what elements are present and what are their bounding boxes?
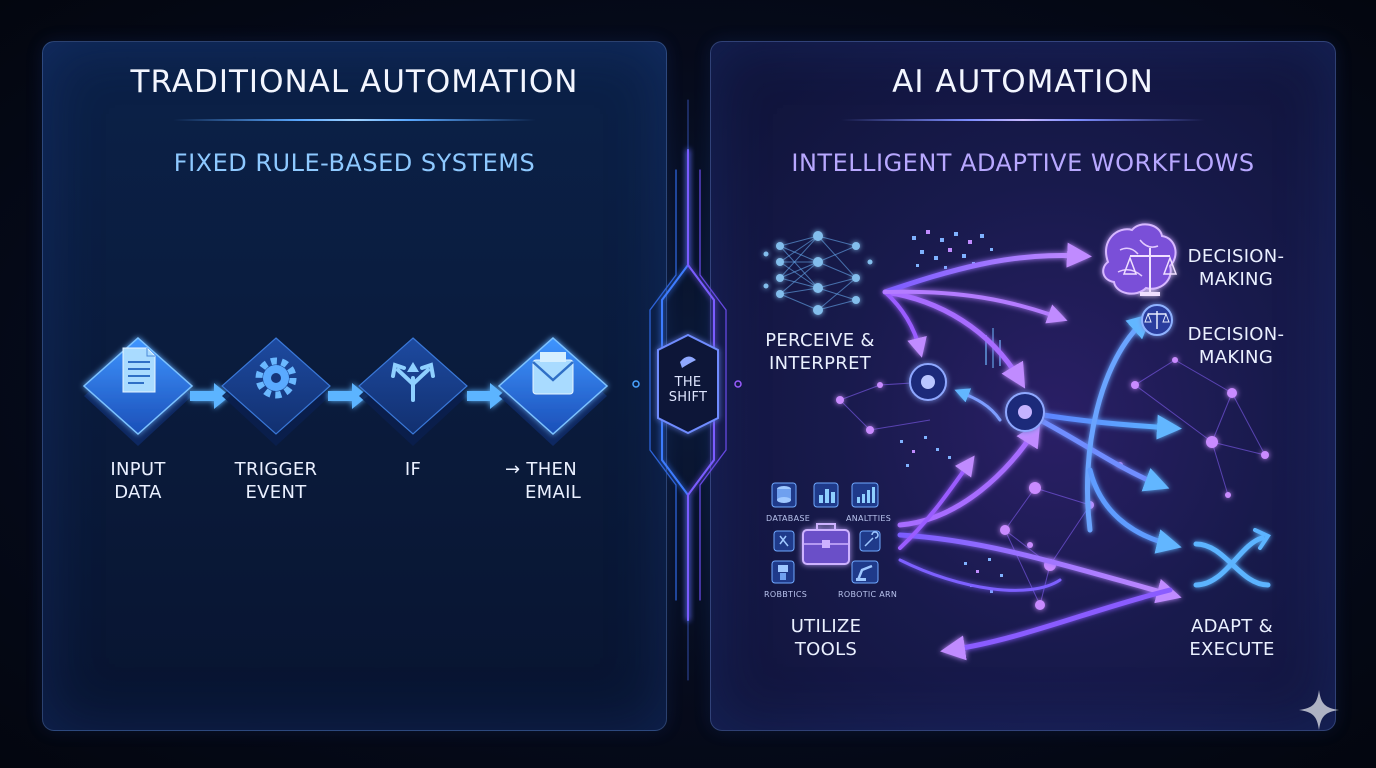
- label-line1: DECISION-: [1187, 246, 1285, 267]
- toolbox-icon: [802, 523, 850, 565]
- flow-arrow-upper: [883, 289, 1068, 324]
- branch-icon: [391, 362, 435, 402]
- robotic-arm-icon: [851, 560, 879, 584]
- flow-arrow-to-decision: [882, 242, 1092, 295]
- right-panel-subtitle: INTELLIGENT ADAPTIVE WORKFLOWS: [791, 149, 1255, 177]
- flow-arrow-sweep: [1085, 313, 1153, 533]
- shift-swirl-icon: [680, 356, 696, 368]
- document-icon: [122, 347, 156, 393]
- decision-making-label-top: DECISION- MAKING: [1188, 245, 1285, 291]
- sparkle-icon: [1299, 690, 1339, 730]
- scale-icon: [1141, 304, 1173, 336]
- step-label-line2: DATA: [114, 482, 162, 503]
- brain-scale-icon: [1102, 223, 1178, 296]
- network-graph: [836, 357, 1269, 610]
- envelope-icon: [532, 352, 574, 395]
- flow-arrow-lower: [898, 558, 1062, 592]
- trigger-event-tile: [221, 337, 331, 446]
- left-panel-title: TRADITIONAL AUTOMATION: [130, 64, 579, 100]
- left-title-divider: [173, 119, 536, 121]
- if-tile: [358, 337, 468, 446]
- label-line1: PERCEIVE &: [765, 330, 875, 351]
- step-label-line1: TRIGGER: [234, 459, 318, 480]
- flow-arrow-tools-2: [897, 532, 1182, 604]
- wrench-icon: [859, 530, 881, 552]
- flow-arrow-2: [328, 383, 368, 409]
- tools-grid: [771, 482, 881, 584]
- perceive-interpret-label: PERCEIVE & INTERPRET: [765, 329, 875, 375]
- gear-icon: [255, 357, 297, 399]
- tool-label-robotics: ROBBTICS: [764, 590, 808, 599]
- adapt-execute-label: ADAPT & EXECUTE: [1189, 615, 1274, 661]
- flow-arrow-to-hub: [882, 289, 1026, 389]
- ai-flow-arrows: [882, 242, 1182, 661]
- flow-arrow-back: [940, 587, 1173, 661]
- label-line2: EXECUTE: [1189, 639, 1275, 660]
- step-label-line2: EVENT: [245, 482, 307, 503]
- code-icon: [773, 530, 795, 552]
- flow-arrow-tools-3: [898, 455, 975, 550]
- utilize-tools-label: UTILIZE TOOLS: [791, 615, 862, 661]
- step-label-line2: EMAIL: [524, 482, 582, 503]
- flow-arrow-return: [954, 388, 1002, 422]
- decision-making-label-mid: DECISION- MAKING: [1188, 323, 1285, 369]
- tool-label-analytics: ANALTTIES: [846, 514, 892, 523]
- label-line1: UTILIZE: [790, 616, 862, 637]
- database-icon: [771, 482, 797, 508]
- label-line1: DECISION-: [1187, 324, 1285, 345]
- robot-icon: [771, 560, 795, 584]
- step-then-email-label: → THEN EMAIL: [501, 458, 581, 504]
- label-line2: MAKING: [1198, 269, 1274, 290]
- the-shift-badge: [657, 333, 719, 435]
- neural-network-icon: [763, 231, 873, 315]
- label-line1: ADAPT &: [1191, 616, 1273, 637]
- flow-arrow-1: [190, 383, 230, 409]
- ai-chip-node-1: [909, 363, 947, 401]
- shift-line2: SHIFT: [668, 390, 708, 405]
- flow-arrow-to-node: [883, 290, 927, 358]
- then-email-tile: [497, 336, 609, 446]
- shift-line1: THE: [674, 375, 702, 390]
- label-line2: MAKING: [1198, 347, 1274, 368]
- flow-arrow-3: [467, 383, 506, 409]
- step-trigger-event-label: TRIGGER EVENT: [235, 458, 318, 504]
- analytics-chart-icon: [851, 482, 879, 508]
- flow-arrow-to-adapt: [1087, 467, 1182, 554]
- step-label-line1: INPUT: [110, 459, 166, 480]
- shuffle-icon: [1193, 528, 1271, 588]
- the-shift-label: THE SHIFT: [669, 375, 708, 405]
- step-label-line1: → THEN: [505, 459, 577, 480]
- analytics-bars-icon: [813, 482, 839, 508]
- right-panel-title: AI AUTOMATION: [892, 64, 1154, 100]
- step-input-data-label: INPUT DATA: [110, 458, 165, 504]
- input-data-tile: [82, 336, 194, 446]
- left-panel-subtitle: FIXED RULE-BASED SYSTEMS: [173, 149, 536, 177]
- tool-label-database: DATABASE: [766, 514, 811, 523]
- ai-chip-node-2: [1005, 392, 1045, 432]
- flow-arrow-tools-1: [897, 421, 1041, 528]
- label-line2: INTERPRET: [768, 353, 872, 374]
- step-if-label: IF: [405, 458, 421, 481]
- right-title-divider: [841, 119, 1205, 121]
- flow-arrow-hub-down: [1022, 409, 1170, 492]
- tool-label-robotic-arm: ROBOTIC ARN: [838, 590, 898, 599]
- label-line2: TOOLS: [794, 639, 858, 660]
- step-label-line1: IF: [404, 459, 422, 480]
